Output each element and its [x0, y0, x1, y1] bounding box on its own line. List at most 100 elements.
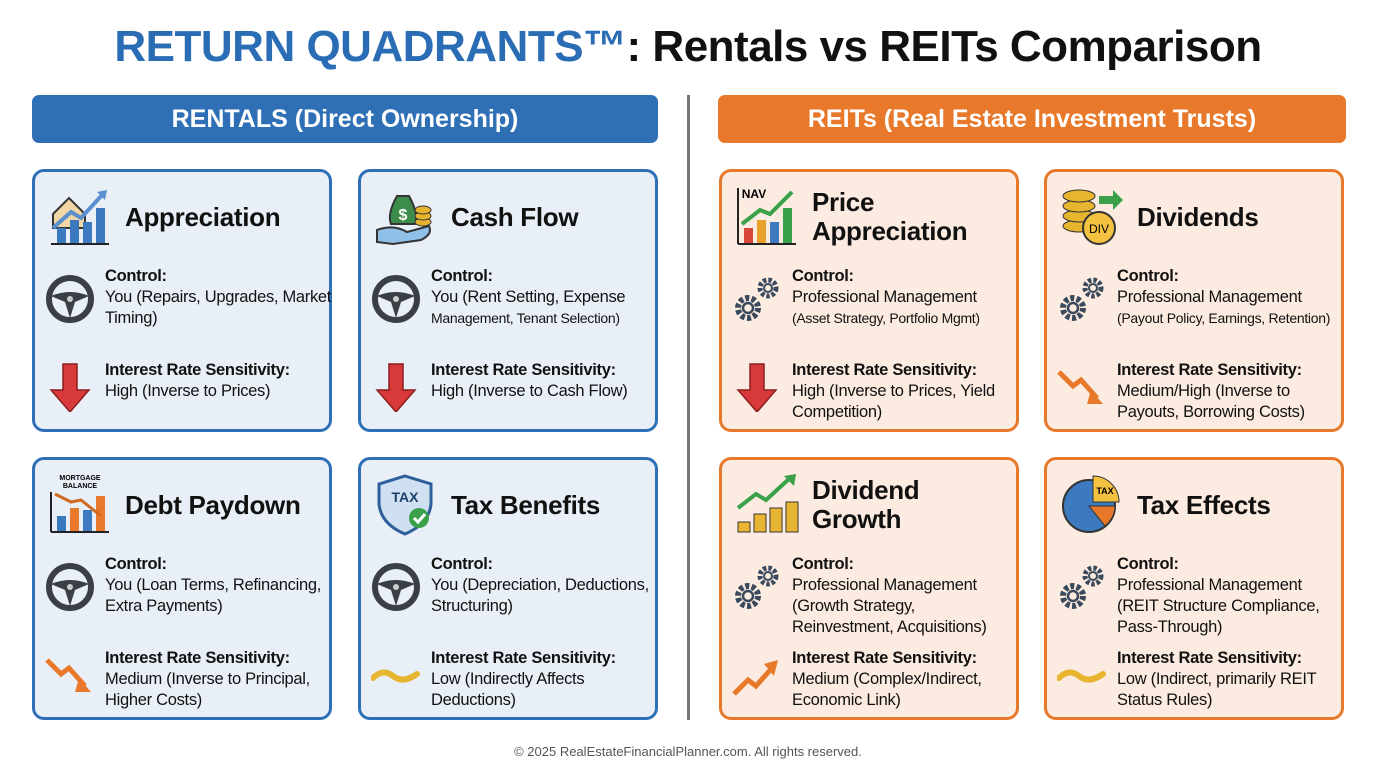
card-title: Dividends: [1137, 201, 1259, 232]
control-label: Control:: [1117, 267, 1179, 285]
control-text: Professional Management: [792, 288, 977, 306]
money-bag-hand-icon: $: [376, 195, 432, 246]
gears-icon: [735, 565, 779, 609]
svg-text:NAV: NAV: [742, 187, 766, 201]
rate-sensitivity-section: Interest Rate Sensitivity: High (Inverse …: [431, 360, 659, 402]
rate-label: Interest Rate Sensitivity:: [792, 649, 977, 667]
rate-label: Interest Rate Sensitivity:: [1117, 361, 1302, 379]
control-text: Professional Management (REIT Structure …: [1117, 576, 1320, 636]
control-label: Control:: [105, 555, 167, 573]
steering-wheel-icon: [46, 563, 94, 611]
red-down-arrow-icon: [49, 363, 91, 412]
control-label: Control:: [431, 267, 493, 285]
zigzag-down-arrow-icon: [1057, 370, 1103, 404]
page-title: RETURN QUADRANTS™: Rentals vs REITs Comp…: [0, 22, 1376, 72]
control-label: Control:: [792, 267, 854, 285]
control-section: Control:Professional Management(Asset St…: [792, 266, 1020, 329]
card-tax-effects: TAX Tax Effects Control: Professional Man…: [1044, 457, 1344, 720]
control-text: You (Loan Terms, Refinancing, Extra Paym…: [105, 576, 322, 615]
gears-icon: [1060, 565, 1104, 609]
card-price-appreciation: NAV Price Appreciation Control: Professio…: [719, 169, 1019, 432]
rate-label: Interest Rate Sensitivity:: [431, 361, 616, 379]
control-section: Control: Professional Management (REIT St…: [1117, 554, 1345, 638]
steering-wheel-icon: [46, 275, 94, 323]
red-down-arrow-icon: [736, 363, 778, 412]
wave-icon: [1057, 669, 1106, 683]
house-chart-icon: [51, 190, 109, 245]
column-divider: [687, 95, 690, 720]
card-title: Cash Flow: [451, 201, 579, 232]
rate-text: Medium/High (Inverse to Payouts, Borrowi…: [1117, 382, 1305, 421]
title-brand: RETURN QUADRANTS™: [114, 22, 627, 71]
control-detail: Management, Tenant Selection): [431, 310, 620, 326]
control-detail: (Payout Policy, Earnings, Retention): [1117, 310, 1331, 326]
rate-sensitivity-section: Interest Rate Sensitivity: Medium/High (I…: [1117, 360, 1345, 423]
rate-sensitivity-section: Interest Rate Sensitivity: Medium (Comple…: [792, 648, 1020, 711]
steering-wheel-icon: [372, 275, 420, 323]
rate-sensitivity-section: Interest Rate Sensitivity: High (Inverse …: [105, 360, 333, 402]
svg-text:TAX: TAX: [1096, 486, 1113, 496]
card-dividends: DIV Dividends Control: Professional Manag…: [1044, 169, 1344, 432]
svg-text:TAX: TAX: [392, 489, 420, 505]
control-section: Control: Professional Management (Growth …: [792, 554, 1020, 638]
rate-text: Low (Indirect, primarily REIT Status Rul…: [1117, 670, 1317, 709]
rate-sensitivity-section: Interest Rate Sensitivity: Low (Indirectl…: [431, 648, 659, 711]
rate-text: High (Inverse to Prices): [105, 382, 271, 400]
rate-text: Medium (Inverse to Principal, Higher Cos…: [105, 670, 310, 709]
control-text: Professional Management (Growth Strategy…: [792, 576, 987, 636]
card-tax-benefits: TAX Tax Benefits Control: You (Depreciati…: [358, 457, 658, 720]
gears-icon: [1060, 277, 1104, 321]
rate-sensitivity-section: Interest Rate Sensitivity: Medium (Invers…: [105, 648, 333, 711]
rentals-header: RENTALS (Direct Ownership): [32, 95, 658, 143]
wave-icon: [371, 669, 420, 683]
card-appreciation: Appreciation Control: You (Repairs, Upgra…: [32, 169, 332, 432]
control-section: Control: You (Repairs, Upgrades, Market T…: [105, 266, 333, 329]
rate-sensitivity-section: Interest Rate Sensitivity: High (Inverse …: [792, 360, 1020, 423]
red-down-arrow-icon: [375, 363, 417, 412]
tax-pie-icon: TAX: [1062, 475, 1120, 533]
svg-text:$: $: [399, 207, 408, 224]
control-label: Control:: [1117, 555, 1179, 573]
tax-shield-icon: TAX: [377, 474, 433, 536]
card-cash-flow: $ Cash Flow Control: You (Rent Setting, E…: [358, 169, 658, 432]
gears-icon: [735, 277, 779, 321]
rate-text: High (Inverse to Cash Flow): [431, 382, 628, 400]
rate-text: High (Inverse to Prices, Yield Competiti…: [792, 382, 995, 421]
rate-label: Interest Rate Sensitivity:: [431, 649, 616, 667]
card-title: Dividend Growth: [812, 475, 920, 534]
rate-label: Interest Rate Sensitivity:: [105, 361, 290, 379]
svg-text:MORTGAGE: MORTGAGE: [59, 475, 101, 482]
card-title: Price Appreciation: [812, 187, 968, 246]
rate-sensitivity-section: Interest Rate Sensitivity: Low (Indirect,…: [1117, 648, 1345, 711]
zigzag-up-arrow-icon: [732, 660, 778, 696]
control-label: Control:: [792, 555, 854, 573]
card-title: Tax Effects: [1137, 489, 1271, 520]
title-rest: : Rentals vs REITs Comparison: [626, 22, 1263, 71]
reits-header: REITs (Real Estate Investment Trusts): [718, 95, 1346, 143]
rate-text: Medium (Complex/Indirect, Economic Link): [792, 670, 982, 709]
svg-text:DIV: DIV: [1089, 222, 1109, 236]
footer-copyright: © 2025 RealEstateFinancialPlanner.com. A…: [514, 744, 862, 759]
control-text: You (Depreciation, Deductions, Structuri…: [431, 576, 649, 615]
dividend-growth-icon: [736, 474, 799, 533]
card-dividend-growth: Dividend Growth Control: Professional Man…: [719, 457, 1019, 720]
rate-text: Low (Indirectly Affects Deductions): [431, 670, 585, 709]
rate-label: Interest Rate Sensitivity:: [1117, 649, 1302, 667]
control-label: Control:: [431, 555, 493, 573]
card-title: Appreciation: [125, 201, 281, 232]
card-title: Tax Benefits: [451, 489, 601, 520]
rate-label: Interest Rate Sensitivity:: [792, 361, 977, 379]
control-section: Control: You (Depreciation, Deductions, S…: [431, 554, 659, 617]
control-text: You (Repairs, Upgrades, Market Timing): [105, 288, 332, 327]
control-section: Control: Professional Management (Payout P…: [1117, 266, 1345, 329]
control-label: Control:: [105, 267, 167, 285]
rate-label: Interest Rate Sensitivity:: [105, 649, 290, 667]
zigzag-down-arrow-icon: [45, 658, 91, 692]
dividend-coins-icon: DIV: [1062, 189, 1123, 245]
control-text: Professional Management: [1117, 288, 1302, 306]
svg-text:BALANCE: BALANCE: [63, 483, 98, 490]
control-text: You (Rent Setting, Expense: [431, 288, 626, 306]
